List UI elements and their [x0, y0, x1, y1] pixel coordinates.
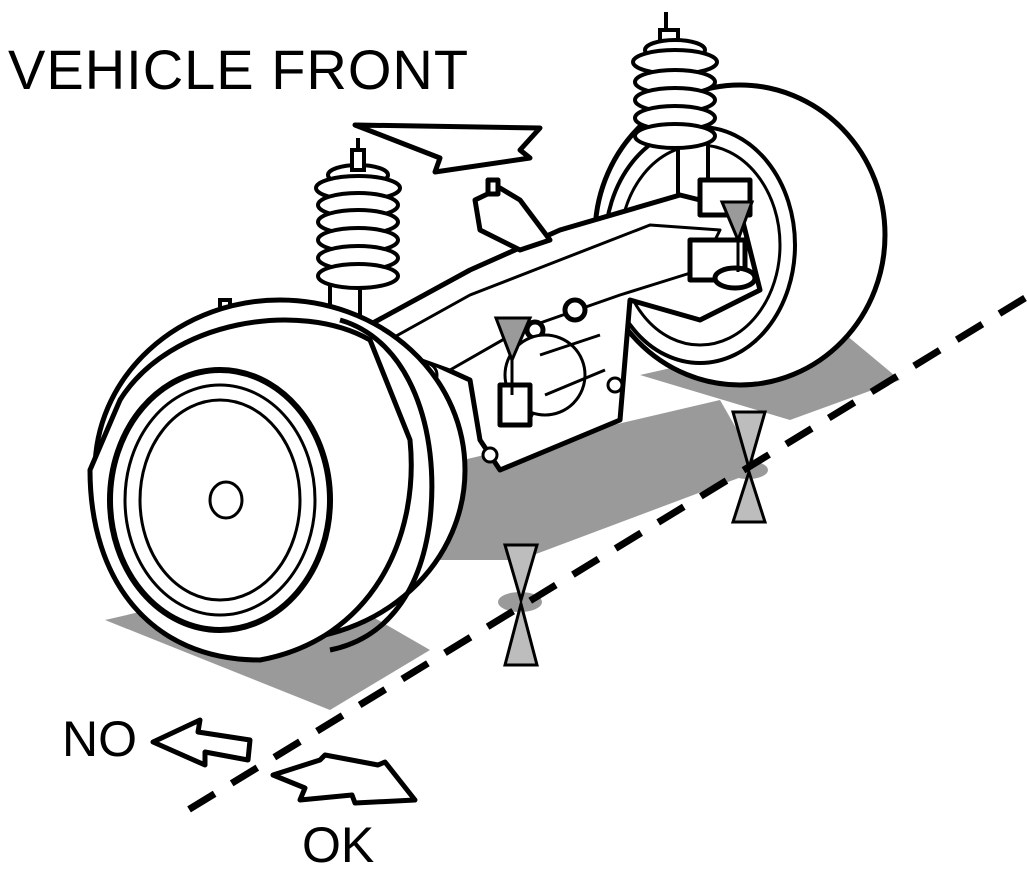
rear-shock-absorber: [631, 12, 719, 212]
hourglass-marker-icon: [503, 543, 539, 667]
vehicle-front-label: VEHICLE FRONT: [8, 38, 470, 101]
ok-label: OK: [302, 817, 375, 873]
subframe: [357, 177, 763, 473]
pointer-icon: [719, 200, 755, 245]
reference-line: [173, 295, 1027, 821]
arrow-left-icon: [150, 717, 253, 768]
no-label: NO: [62, 711, 137, 767]
pointer-icon: [493, 316, 533, 364]
front-wheel: [87, 297, 468, 663]
front-tire-sidewall: [329, 317, 435, 653]
alignment-targets: [503, 410, 768, 667]
hourglass-marker-icon: [730, 410, 768, 524]
arrow-right-icon: [270, 752, 418, 806]
pointer-markers: [493, 200, 755, 395]
arrow-left-icon: [352, 122, 543, 175]
